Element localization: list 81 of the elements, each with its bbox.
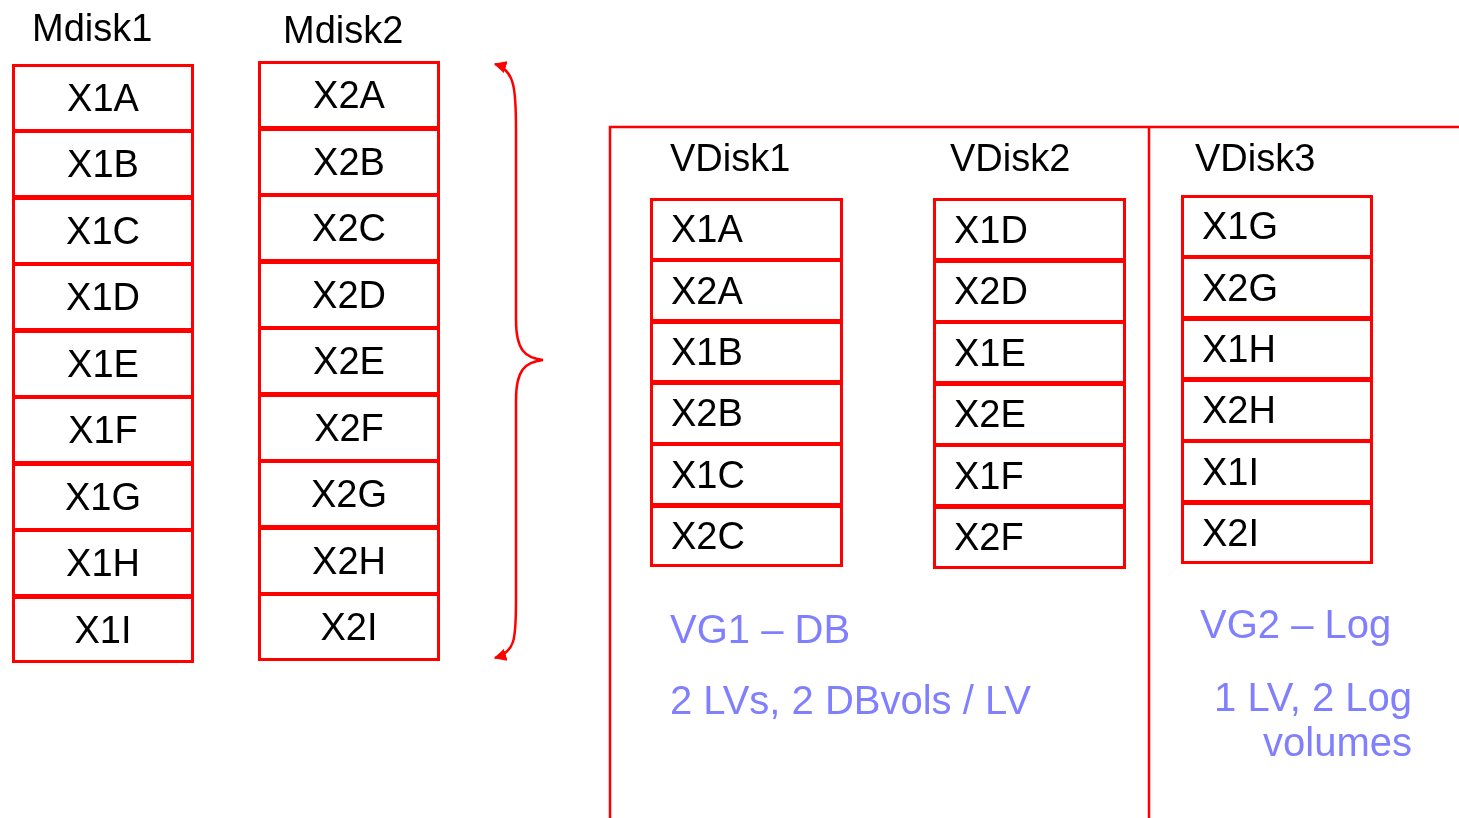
- disk-extent-box: [1181, 195, 1373, 258]
- extent-label: X1I: [1202, 452, 1260, 491]
- disk-heading: VDisk3: [1195, 138, 1316, 180]
- disk-extent-box: [12, 329, 194, 398]
- disk-extent-box: [933, 321, 1126, 384]
- extent-label: X2A: [313, 76, 385, 114]
- extent-label: X1B: [671, 333, 743, 372]
- disk-extent-box: [258, 526, 440, 595]
- disk-extent-box: [933, 382, 1126, 446]
- disk-heading: Mdisk2: [283, 10, 404, 52]
- extent-label: X2I: [320, 608, 378, 647]
- disk-extent-box: [12, 130, 194, 199]
- extent-label: X1G: [1202, 207, 1279, 246]
- extent-label: X1E: [954, 333, 1026, 372]
- disk-extent-box: [12, 64, 194, 132]
- disk-extent-box: [933, 505, 1126, 569]
- disk-extent-box: [12, 462, 194, 531]
- extent-label: X1H: [1202, 330, 1276, 369]
- disk-extent-box: [650, 320, 843, 384]
- extent-label: X2H: [312, 541, 386, 580]
- extent-label: X2B: [313, 142, 385, 181]
- extent-label: X1C: [671, 455, 745, 494]
- disk-extent-box: [1181, 317, 1373, 381]
- extent-label: X1A: [67, 78, 139, 117]
- extent-label: X2G: [310, 475, 387, 514]
- disk-heading: VDisk2: [950, 138, 1071, 180]
- extent-label: X2D: [954, 272, 1028, 310]
- disk-extent-box: [258, 260, 440, 329]
- disk-extent-box: [258, 460, 440, 529]
- extent-label: X2E: [954, 395, 1026, 433]
- extent-label: X2I: [1202, 514, 1260, 553]
- disk-extent-box: [258, 393, 440, 462]
- extent-label: X2E: [313, 342, 385, 381]
- extent-label: X1C: [66, 211, 140, 250]
- disk-extent-box: [1181, 379, 1373, 442]
- disk-extent-box: [1181, 501, 1373, 565]
- disk-extent-box: [650, 382, 843, 445]
- extent-label: X2F: [954, 518, 1024, 556]
- disk-extent-box: [258, 61, 440, 130]
- extent-label: X1H: [66, 544, 140, 583]
- disk-heading: Mdisk1: [32, 8, 153, 50]
- extent-label: X1D: [66, 278, 140, 317]
- extent-label: X2B: [671, 394, 743, 433]
- extent-label: X2H: [1202, 391, 1276, 430]
- disk-extent-box: [12, 595, 194, 664]
- disk-extent-box: [650, 504, 843, 568]
- disk-heading: VDisk1: [670, 138, 791, 180]
- extent-label: X2F: [314, 408, 384, 447]
- extent-label: X1F: [68, 411, 138, 450]
- disk-extent-box: [258, 127, 440, 196]
- extent-label: X1B: [67, 145, 139, 184]
- extent-label: X2A: [671, 271, 743, 310]
- disk-extent-box: [650, 198, 843, 261]
- extent-label: X1A: [671, 210, 743, 249]
- volume-group-title: VG1 – DB: [670, 607, 851, 651]
- disk-extent-box: [12, 529, 194, 598]
- disk-extent-box: [933, 444, 1126, 507]
- disk-extent-box: [933, 259, 1126, 323]
- extent-label: X1G: [64, 477, 141, 516]
- extent-label: X2D: [312, 275, 386, 314]
- disk-extent-box: [1181, 256, 1373, 320]
- volume-group-note: 2 LVs, 2 DBvols / LV: [670, 678, 1031, 722]
- extent-label: X2G: [1202, 268, 1279, 307]
- volume-group-note: 1 LV, 2 Log volumes: [1213, 675, 1412, 765]
- disk-extent-box: [933, 198, 1126, 261]
- disk-extent-box: [258, 194, 440, 263]
- volume-group-title: VG2 – Log: [1200, 602, 1392, 646]
- disk-extent-box: [12, 196, 194, 265]
- disk-extent-box: [650, 259, 843, 323]
- extent-label: X1F: [954, 456, 1024, 495]
- extent-label: X1E: [67, 344, 139, 383]
- disk-extent-box: [12, 396, 194, 465]
- extent-label: X1I: [74, 610, 132, 649]
- extent-label: X2C: [671, 517, 745, 556]
- disk-extent-box: [258, 593, 440, 662]
- disk-extent-box: [1181, 440, 1373, 504]
- extent-label: X2C: [312, 209, 386, 248]
- extent-label: X1D: [954, 210, 1028, 249]
- disk-extent-box: [650, 443, 843, 507]
- disk-extent-box: [258, 327, 440, 396]
- disk-extent-box: [12, 263, 194, 332]
